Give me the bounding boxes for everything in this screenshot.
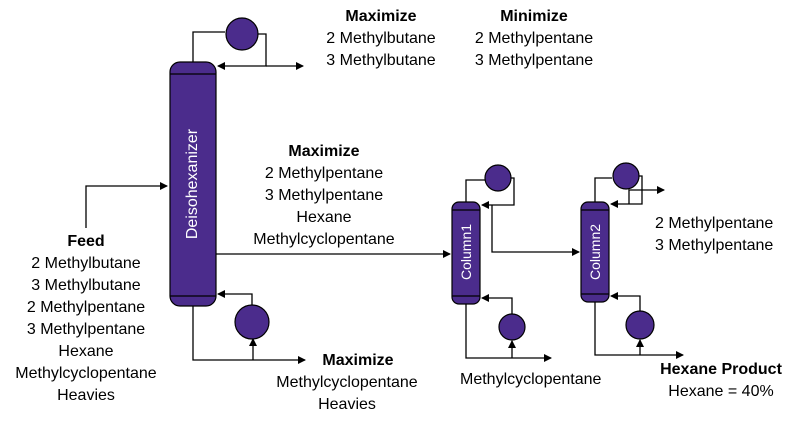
feed-heading: Feed: [67, 233, 105, 250]
side-maximize-block: Maximize 2 Methylpentane 3 Methylpentane…: [239, 141, 409, 251]
top-minimize-item: 3 Methylpentane: [474, 52, 594, 69]
column2-overhead-block: 2 Methylpentane 3 Methylpentane: [655, 213, 773, 257]
top-maximize-item: 3 Methylbutane: [326, 52, 436, 69]
feed-item: 2 Methylpentane: [26, 299, 146, 316]
side-maximize-item: 3 Methylpentane: [264, 187, 384, 204]
feed-item: 2 Methylbutane: [31, 255, 141, 272]
deisohexanizer-reboiler: [192, 290, 306, 364]
feed-block: Feed 2 Methylbutane 3 Methylbutane 2 Met…: [2, 231, 170, 407]
column2-overhead-item: 3 Methylpentane: [655, 237, 774, 254]
deisohexanizer-condenser: [192, 17, 304, 70]
hexane-product-value: Hexane = 40%: [668, 383, 774, 400]
column1-condenser: [465, 164, 515, 209]
deisohexanizer-label: Deisohexanizer: [184, 128, 201, 240]
bottom-maximize-item: Methylcyclopentane: [276, 374, 418, 391]
feed-line: [85, 182, 168, 228]
feed-item: Hexane: [58, 343, 114, 360]
top-maximize-block: Maximize 2 Methylbutane 3 Methylbutane: [306, 6, 456, 72]
side-maximize-heading: Maximize: [288, 143, 360, 160]
top-maximize-item: 2 Methylbutane: [326, 30, 436, 47]
bottom-maximize-heading: Maximize: [322, 352, 394, 369]
side-maximize-item: Hexane: [296, 209, 352, 226]
column1-to-column2-line: [491, 205, 580, 256]
column1-reboiler: [465, 294, 552, 362]
feed-item: 3 Methylbutane: [31, 277, 141, 294]
feed-item: Heavies: [57, 387, 115, 404]
side-maximize-item: 2 Methylpentane: [264, 165, 384, 182]
column1-bottoms-label: Methylcyclopentane: [460, 371, 602, 388]
feed-item: 3 Methylpentane: [26, 321, 146, 338]
bottom-maximize-item: Heavies: [318, 396, 376, 413]
column2-condenser: [594, 162, 665, 208]
hexane-product-heading: Hexane Product: [660, 361, 782, 378]
column1-label: Column1: [458, 223, 474, 281]
column2-overhead-item: 2 Methylpentane: [655, 215, 774, 232]
top-maximize-heading: Maximize: [345, 8, 417, 25]
feed-item: Methylcyclopentane: [15, 365, 157, 382]
column2-label: Column2: [587, 223, 603, 281]
side-maximize-item: Methylcyclopentane: [253, 231, 395, 248]
top-minimize-item: 2 Methylpentane: [474, 30, 594, 47]
hexane-product-block: Hexane Product Hexane = 40%: [646, 359, 796, 403]
top-minimize-heading: Minimize: [500, 8, 568, 25]
column2-reboiler: [594, 292, 684, 359]
bottom-maximize-block: Maximize Methylcyclopentane Heavies: [262, 350, 432, 416]
top-minimize-block: Minimize 2 Methylpentane 3 Methylpentane: [459, 6, 609, 72]
